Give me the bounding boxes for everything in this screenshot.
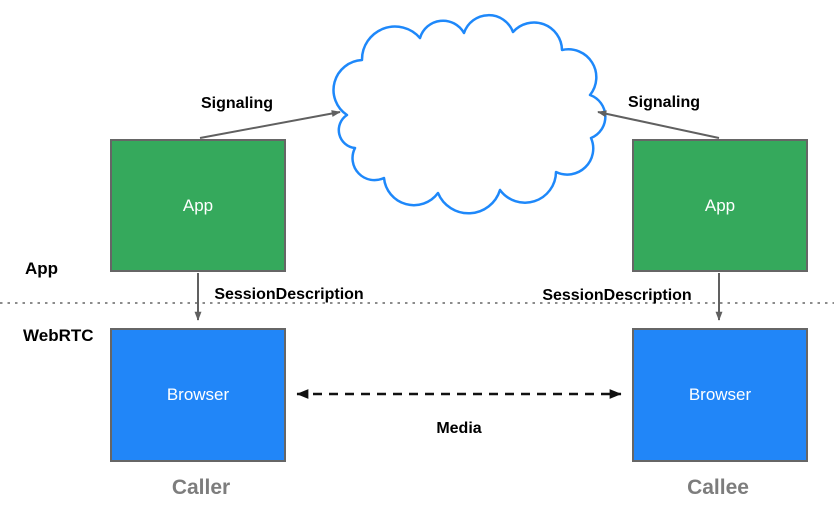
callee-app-box: App [632, 139, 808, 272]
callee-browser-box: Browser [632, 328, 808, 462]
signaling-label-left: Signaling [201, 95, 273, 112]
caller-app-box: App [110, 139, 286, 272]
session-description-label-right: SessionDescription [542, 287, 692, 304]
lane-label-webrtc: WebRTC [23, 326, 94, 345]
signaling-arrow-right [597, 110, 720, 139]
media-label: Media [436, 420, 482, 437]
signaling-label-right: Signaling [628, 94, 700, 111]
callee-browser-label: Browser [688, 385, 752, 404]
caller-browser-label: Browser [166, 385, 230, 404]
callee-label: Callee [687, 476, 749, 499]
cloud-icon [332, 13, 607, 215]
caller-label: Caller [171, 476, 231, 499]
session-description-label-left: SessionDescription [214, 286, 364, 303]
signaling-arrow-left [199, 110, 341, 139]
caller-app-label: App [182, 195, 214, 215]
callee-app-label: App [704, 195, 736, 215]
caller-browser-box: Browser [110, 328, 286, 462]
lane-label-app: App [25, 259, 59, 278]
